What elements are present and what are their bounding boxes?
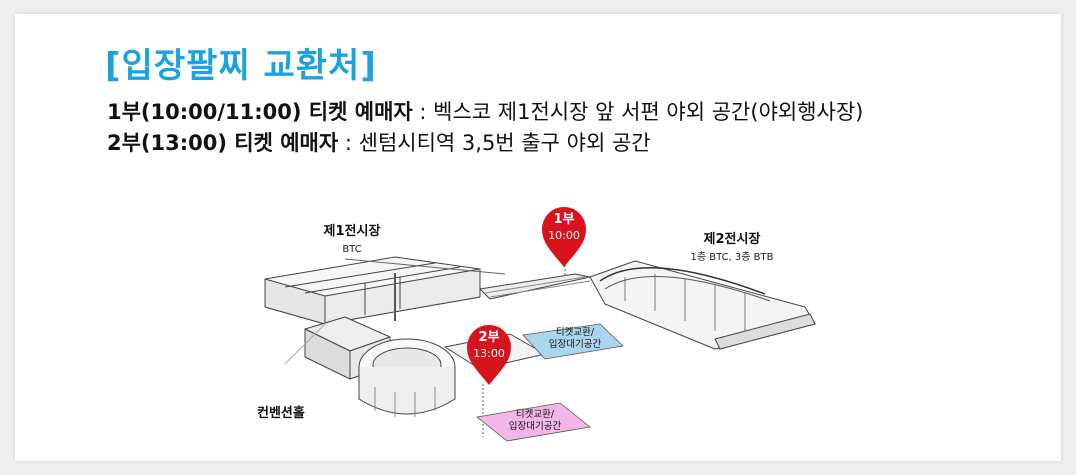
pin-1-time: 10:00 — [548, 229, 580, 242]
exchange-zone-2 — [476, 402, 591, 442]
content-card: [입장팔찌 교환처] 1부(10:00/11:00) 티켓 예매자 : 벡스코 … — [15, 14, 1061, 461]
zone1-label-2: 입장대기공간 — [549, 338, 602, 350]
info-line-1-text: 벡스코 제1전시장 앞 서편 야외 공간(야외행사장) — [433, 100, 864, 124]
pin-1-marker: 1부 10:00 — [542, 207, 586, 267]
zone2-label-1: 티켓교환/ — [516, 408, 555, 420]
hall1-name: 제1전시장 — [324, 223, 381, 239]
info-line-2-label: 2부(13:00) 티켓 예매자 — [107, 131, 339, 155]
info-line-1-separator: : — [412, 100, 434, 124]
pin-2-label: 2부 — [478, 330, 499, 345]
zone2-label-2: 입장대기공간 — [509, 420, 562, 432]
hall2-sub: 1층 BTC, 3층 BTB — [690, 251, 773, 263]
info-line-2-text: 센텀시티역 3,5번 출구 야외 공간 — [358, 131, 651, 155]
info-line-1-label: 1부(10:00/11:00) 티켓 예매자 — [107, 100, 413, 124]
convention-building — [304, 316, 546, 417]
hall2-building — [589, 260, 816, 350]
hall1-building — [264, 256, 506, 325]
exchange-zone-1 — [522, 323, 624, 360]
pin-1-label: 1부 — [553, 212, 574, 227]
convention-label: 컨벤션홀 — [257, 405, 305, 421]
pin-2-marker: 2부 13:00 — [467, 325, 511, 385]
venue-map: 티켓교환/ 입장대기공간 티켓교환/ 입장대기공간 1부 10:00 2부 13… — [257, 207, 816, 442]
page-title: [입장팔찌 교환처] — [105, 46, 377, 86]
hall2-name: 제2전시장 — [704, 231, 761, 247]
info-line-1: 1부(10:00/11:00) 티켓 예매자 : 벡스코 제1전시장 앞 서편 … — [107, 96, 863, 126]
pin-2-time: 13:00 — [473, 347, 505, 360]
info-line-2-separator: : — [338, 131, 359, 155]
info-line-2: 2부(13:00) 티켓 예매자 : 센텀시티역 3,5번 출구 야외 공간 — [107, 127, 651, 157]
zone1-label-1: 티켓교환/ — [556, 326, 595, 338]
hall1-sub: BTC — [342, 244, 361, 255]
